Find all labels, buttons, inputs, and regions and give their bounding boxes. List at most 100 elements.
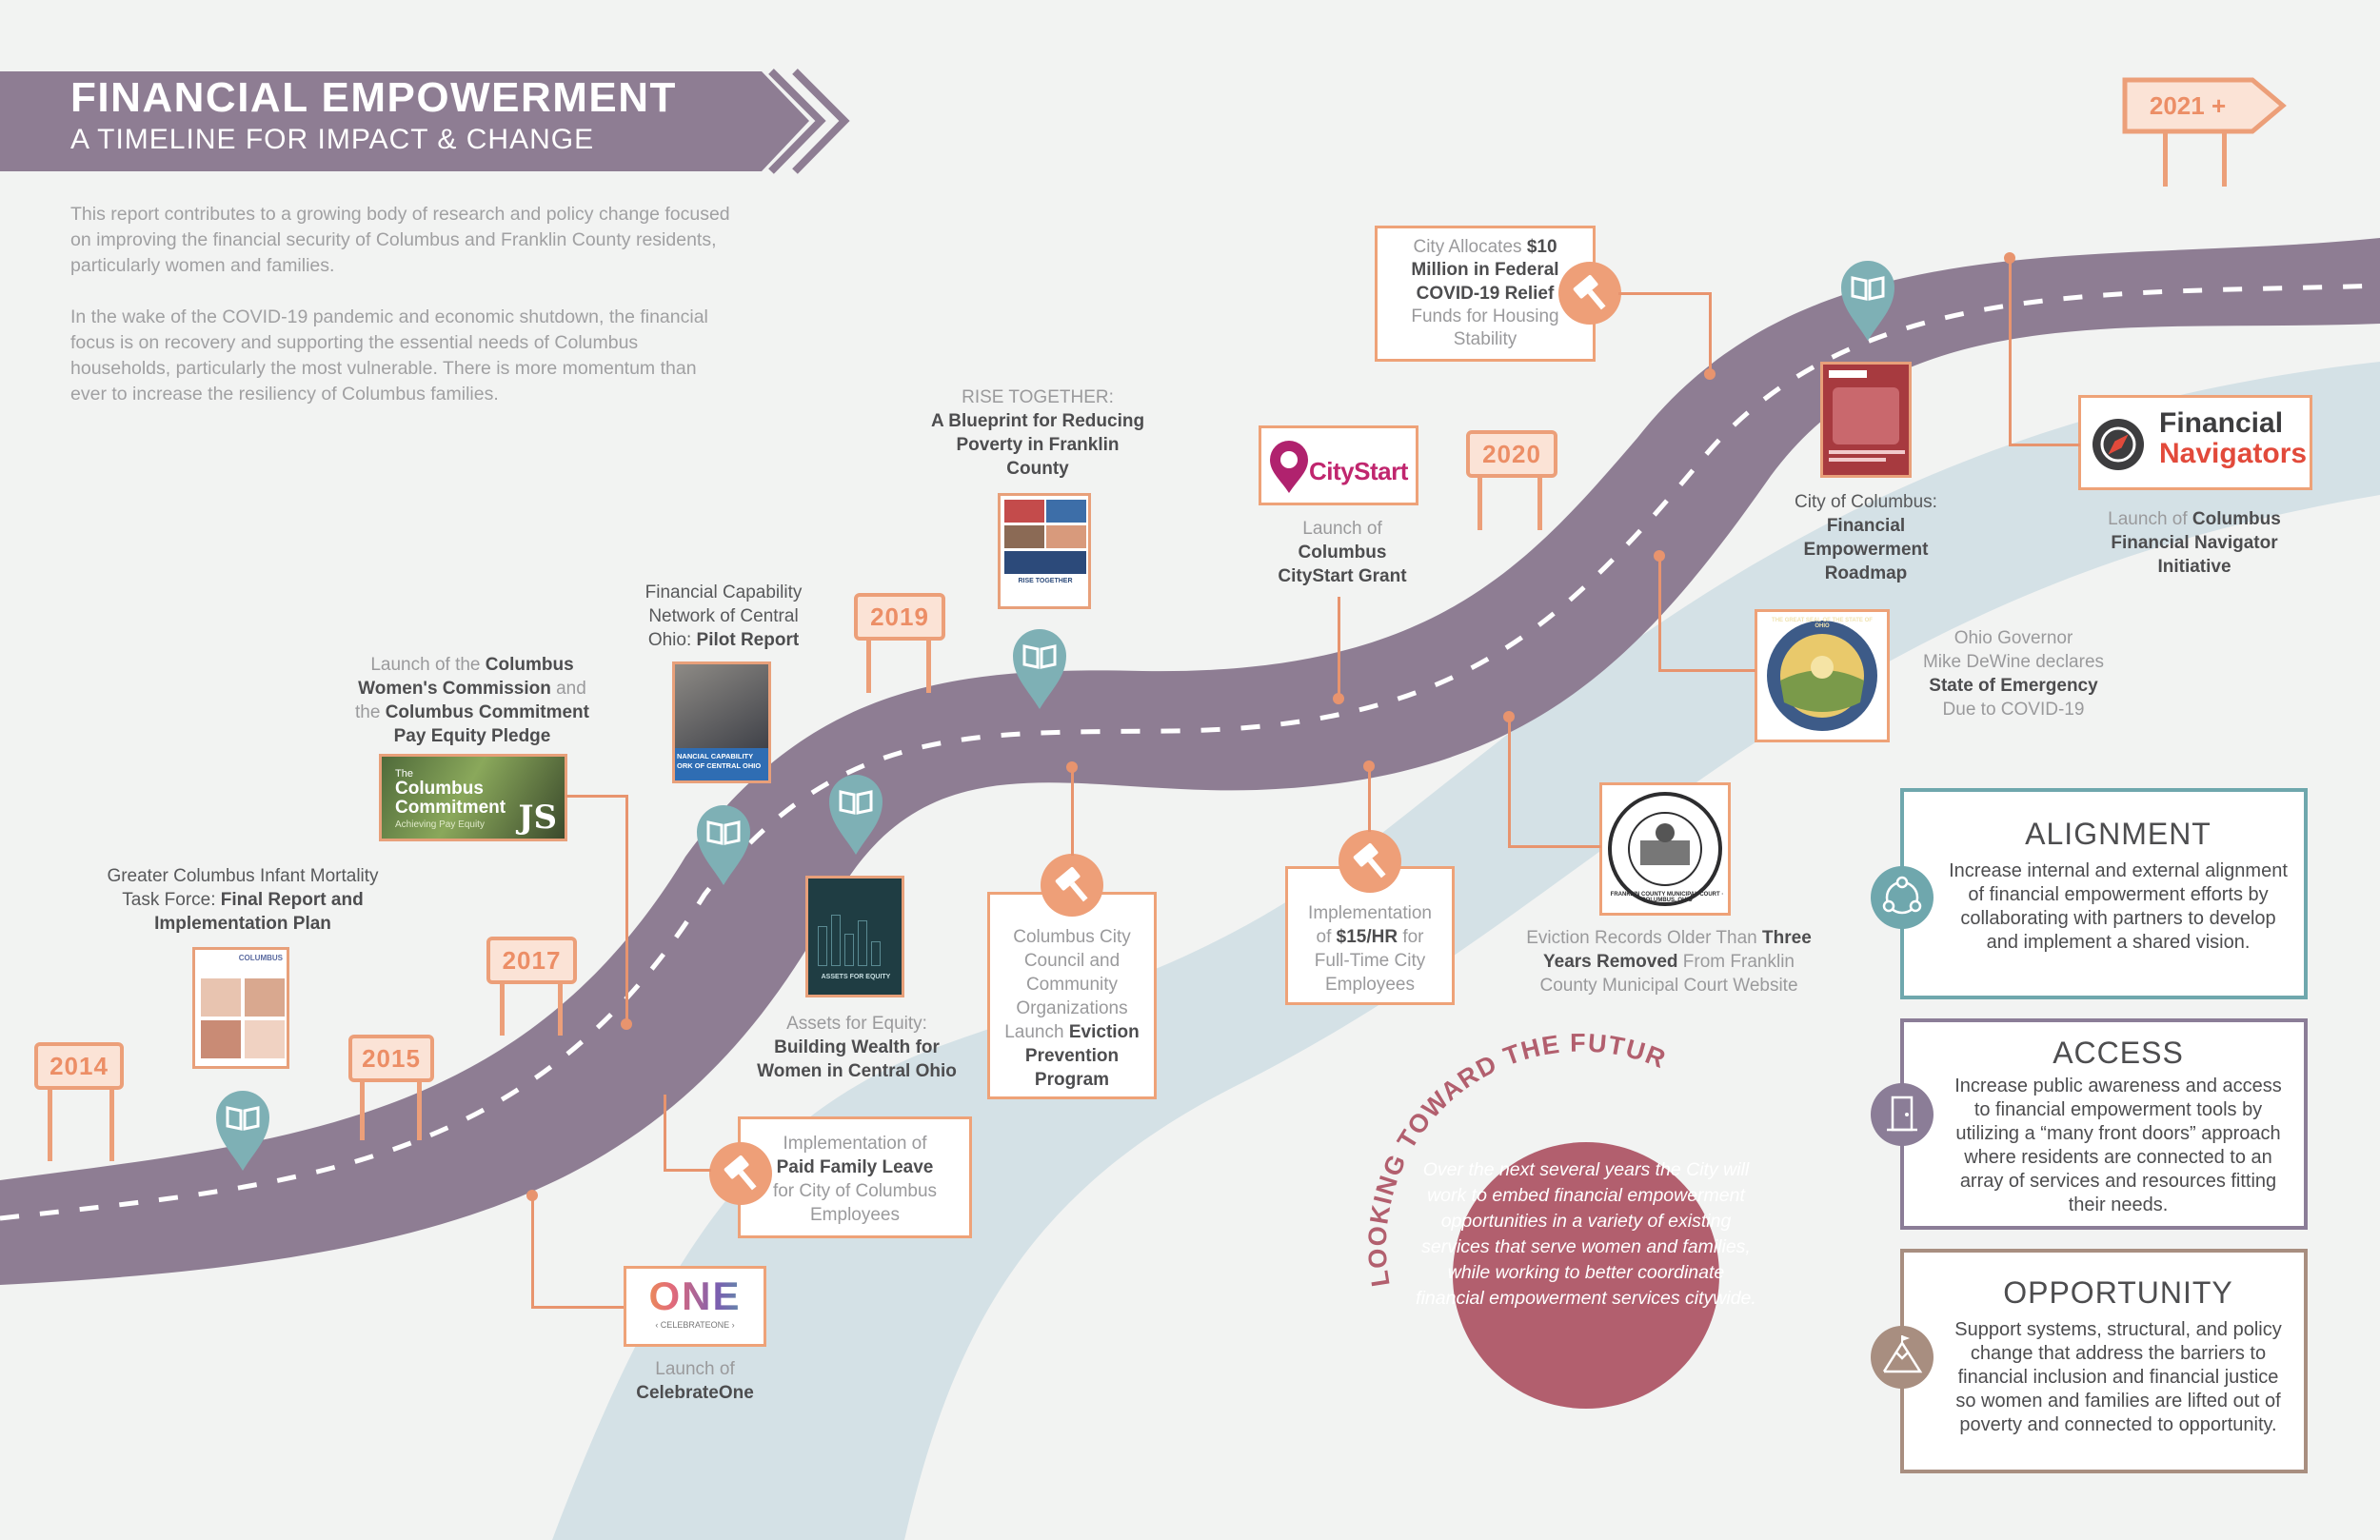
event-paid-family-leave: Implementation of Paid Family Leave for … (738, 1116, 972, 1238)
pillar-title: OPPORTUNITY (2003, 1275, 2233, 1310)
mountain-icon (1871, 1326, 1934, 1389)
infant-report-cover: COLUMBUS (192, 947, 289, 1069)
gavel-icon (1339, 830, 1401, 893)
event-eviction-records: Eviction Records Older Than Three Years … (1526, 928, 1812, 997)
connector (664, 1095, 666, 1171)
empowerment-roadmap-cover (1820, 362, 1912, 478)
book-marker-icon (1841, 261, 1894, 341)
book-marker-icon (697, 805, 750, 885)
event-rise-together: RISE TOGETHER: A Blueprint for Reducing … (930, 387, 1145, 480)
connector-dot (2004, 252, 2015, 264)
road (0, 238, 2380, 1285)
network-icon (1871, 866, 1934, 929)
connector (565, 795, 628, 798)
event-assets-for-equity: Assets for Equity: Building Wealth for W… (757, 1014, 957, 1082)
connector (1618, 292, 1711, 295)
connector-dot (1654, 550, 1665, 562)
connector (1071, 768, 1074, 856)
banner-chevron-1 (768, 69, 826, 174)
franklin-county-court-seal: FRANKLIN COUNTY MUNICIPAL COURT · COLUMB… (1599, 782, 1731, 916)
connector-dot (526, 1190, 538, 1201)
connector (1508, 845, 1601, 848)
door-icon (1871, 1083, 1934, 1146)
event-citystart: Launch of Columbus CityStart Grant (1278, 519, 1407, 587)
pillar-access: ACCESS Increase public awareness and acc… (1900, 1018, 2308, 1230)
connector (2009, 444, 2080, 446)
year-2021-label: 2021 + (2149, 91, 2227, 120)
year-sign-2017: 2017 (486, 937, 577, 984)
book-marker-icon (216, 1091, 269, 1171)
financial-navigators-logo: Financial Navigators (2078, 395, 2312, 490)
sign-post (360, 1076, 365, 1140)
pillar-opportunity: OPPORTUNITY Support systems, structural,… (1900, 1249, 2308, 1473)
book-marker-icon (829, 775, 883, 855)
gavel-icon (1558, 262, 1621, 325)
connector (531, 1306, 626, 1309)
event-state-of-emergency: Ohio Governor Mike DeWine declares State… (1922, 628, 2105, 721)
connector-dot (1704, 368, 1716, 380)
sign-post (2222, 124, 2227, 187)
sign-post (1537, 473, 1542, 530)
year-sign-2019: 2019 (854, 593, 945, 641)
columbus-commitment-cover: The Columbus Commitment Achieving Pay Eq… (379, 754, 567, 841)
connector (625, 795, 628, 1023)
intro-paragraph-2: In the wake of the COVID-19 pandemic and… (70, 306, 708, 405)
event-financial-navigators: Launch of Columbus Financial Navigator I… (2108, 509, 2281, 578)
year-sign-2014: 2014 (34, 1042, 124, 1090)
pillar-text: Increase internal and external alignment… (1949, 860, 2288, 953)
gavel-icon (1041, 854, 1103, 917)
citystart-logo: CityStart (1259, 425, 1418, 505)
sign-post (926, 636, 931, 693)
connector (1508, 716, 1511, 847)
year-sign-2015: 2015 (348, 1035, 434, 1082)
year-sign-2020: 2020 (1466, 430, 1557, 478)
sign-post (558, 978, 563, 1036)
celebrateone-logo: ONE ‹ CELEBRATEONE › (624, 1266, 766, 1347)
event-financial-capability: Financial Capability Network of Central … (645, 582, 803, 651)
rise-together-cover: RISE TOGETHER (998, 493, 1091, 609)
event-infant-mortality: Greater Columbus Infant Mortality Task F… (107, 866, 379, 935)
gavel-icon (709, 1142, 772, 1205)
event-empowerment-roadmap: City of Columbus: Financial Empowerment … (1795, 492, 1937, 584)
connector (1709, 292, 1712, 373)
sign-post (109, 1085, 114, 1161)
sign-post (48, 1085, 52, 1161)
header-banner (0, 71, 809, 171)
road-centerline (0, 283, 2380, 1221)
connector (2009, 257, 2012, 445)
page-subtitle: A TIMELINE FOR IMPACT & CHANGE (70, 124, 595, 155)
connector (531, 1194, 534, 1309)
pillar-text: Support systems, structural, and policy … (1954, 1319, 2282, 1435)
event-womens-commission: Launch of the Columbus Women's Commissio… (355, 655, 589, 747)
connector (1338, 597, 1340, 700)
connector-dot (621, 1018, 632, 1030)
connector (664, 1169, 711, 1172)
sign-post (417, 1076, 422, 1140)
book-marker-icon (1013, 629, 1066, 709)
capability-report-cover: NANCIAL CAPABILITY ORK OF CENTRAL OHIO (672, 661, 771, 783)
connector-dot (1363, 760, 1375, 772)
page-title: FINANCIAL EMPOWERMENT (70, 74, 677, 121)
pillar-text: Increase public awareness and access to … (1954, 1076, 2282, 1215)
connector-dot (1066, 761, 1078, 773)
sign-post (2163, 124, 2168, 187)
event-celebrateone: Launch of CelebrateOne (636, 1359, 754, 1404)
year-sign-2021: 2021 + (2121, 76, 2289, 135)
connector-dot (1503, 711, 1515, 722)
river-band (552, 362, 2380, 1540)
connector (1658, 555, 1661, 671)
sign-post (1478, 473, 1482, 530)
event-eviction-prevention: Columbus City Council and Community Orga… (987, 892, 1157, 1099)
connector-dot (1333, 693, 1344, 704)
banner-chevron-2 (792, 69, 850, 174)
connector (1368, 767, 1371, 832)
intro-paragraph-1: This report contributes to a growing bod… (70, 204, 730, 276)
ohio-seal: THE GREAT SEAL OF THE STATE OF OHIO (1755, 609, 1890, 742)
pillar-title: ACCESS (2053, 1036, 2184, 1070)
pillar-title: ALIGNMENT (2025, 817, 2211, 851)
sign-post (866, 636, 871, 693)
pillar-alignment: ALIGNMENT Increase internal and external… (1900, 788, 2308, 999)
sign-post (500, 978, 505, 1036)
future-circle: LOOKING TOWARD THE FUTURE (1333, 1028, 1719, 1409)
